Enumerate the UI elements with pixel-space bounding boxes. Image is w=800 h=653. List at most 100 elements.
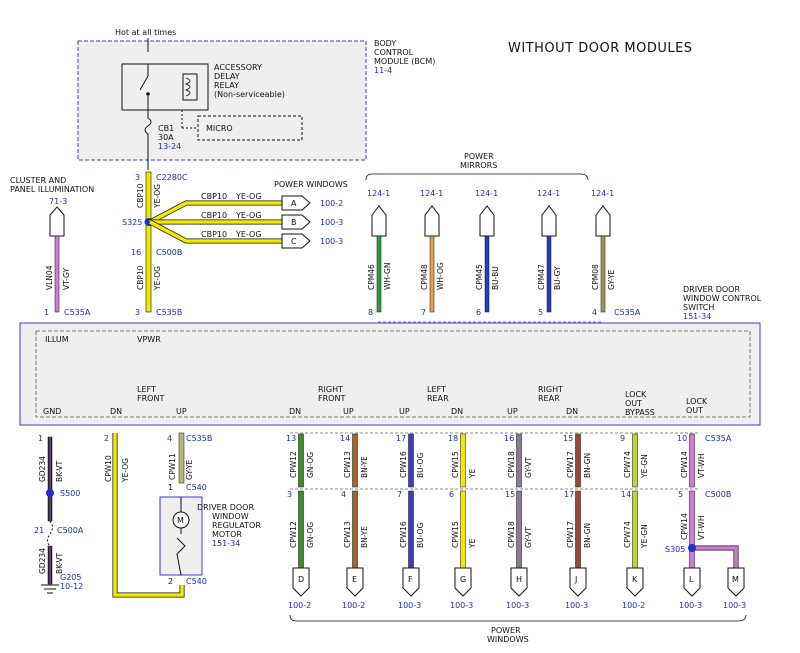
branch-b-circuit: CBP10 [201,211,227,220]
lf-up-pin: 4 [167,434,172,443]
lower-letter: G [460,575,466,584]
lower-letter: K [632,575,638,584]
mirror-ref: 124-1 [420,189,443,198]
lf-motor-label-3: REGULATOR [212,521,261,530]
lower-pin-top: 14 [340,434,350,443]
lower-letter: H [516,575,522,584]
feed-color-1: YE-OG [153,184,162,209]
splice-s500 [46,489,54,497]
cb-ref: 13-24 [158,142,181,151]
mirror-connector [371,205,387,237]
lower-pin-top: 10 [677,434,687,443]
lower-circuit-upper: CPW15 [451,451,460,478]
lower-pin-top: 16 [504,434,514,443]
lower-color-upper: VT-WH [697,454,706,478]
branch-a-letter: A [291,199,297,208]
cluster-label-1: CLUSTER AND [10,176,66,185]
mirror-ref: 124-1 [475,189,498,198]
lower-color-lower: YE [468,538,477,549]
lower-circuit-upper: CPW13 [343,451,352,478]
feed-pin-bot: 3 [135,308,140,317]
mirror-wire [429,235,435,313]
mirror-pin: 6 [476,308,481,317]
lower-pin-mid: 6 [449,490,454,499]
lower-letter: L [689,575,694,584]
lf-up-circuit: CPW11 [168,453,177,480]
mirror-pin: 5 [538,308,543,317]
lower-ref: 100-3 [565,601,588,610]
lower-ref: 100-2 [288,601,311,610]
lower-circuit-upper: CPW17 [566,451,575,478]
lower-wire-lower [516,490,522,569]
bcm-name-3: MODULE (BCM) [374,57,435,66]
lower-color-lower: BN-GN [583,523,592,548]
lower-func: UP [343,407,354,416]
ground-circuit2: GD234 [38,548,47,574]
group-lockout-2: OUT [686,406,703,415]
cluster-circuit: VLN04 [45,265,54,290]
lower-color-lower: GN-OG [306,522,315,548]
lower-connector [402,567,420,597]
splice-branch [692,546,738,568]
lower-letter-m: M [732,575,739,584]
group-right-front-1: RIGHT [318,385,343,394]
lower-wire-upper [298,433,304,488]
lower-wire-lower [689,490,695,569]
switch-inner [35,330,751,418]
branch-a-circuit: CBP10 [201,192,227,201]
lf-dn-wire [113,433,184,597]
branch-a-ref: 100-2 [320,199,343,208]
mirror-circuit: CPM08 [591,264,600,290]
mirror-pin: 8 [368,308,373,317]
relay-label-1: ACCESSORY [214,63,262,72]
lower-color-upper: BN-GN [583,453,592,478]
ground-gnd-label: G205 [60,573,81,582]
micro-box [197,115,303,141]
branch-a-color: YE-OG [235,192,262,201]
lower-wire-lower [575,490,581,569]
power-windows-top-label: POWER WINDOWS [274,180,348,189]
group-lockout-bypass-2: OUT [625,399,642,408]
lower-color-lower: BU-OG [416,523,425,548]
lower-connector [510,567,528,597]
lower-pin-mid: 7 [397,490,402,499]
lower-circuit-lower: CPW17 [566,521,575,548]
cluster-wire [54,235,60,313]
mirrors-label-1: POWER [464,152,494,161]
lower-pin-mid: 3 [287,490,292,499]
mirror-color: GY-YE [607,269,616,290]
lf-motor-conn2: C540 [186,577,207,586]
lf-up-conn: C535B [186,434,212,443]
relay-box [121,63,209,111]
mirror-connector [424,205,440,237]
lower-pin-top: 15 [563,434,573,443]
lower-color-lower: GY-VT [524,526,533,548]
mirror-color: BU-GY [553,266,562,290]
cluster-connector [49,206,65,237]
group-lockout-bypass-1: LOCK [625,390,647,399]
group-right-rear-2: REAR [538,394,560,403]
relay-coil [182,73,198,101]
cluster-pin: 1 [44,308,49,317]
mirror-circuit: CPM45 [475,264,484,290]
mirror-color: WH-OG [436,262,445,290]
branch-a-fill [149,201,282,224]
ground-circuit: GD234 [38,456,47,482]
diagram-title: WITHOUT DOOR MODULES [508,41,693,56]
lower-circuit-lower: CPW14 [680,513,689,540]
branch-b-ref: 100-3 [320,218,343,227]
lower-wire-upper [460,433,466,488]
lower-circuit-upper: CPW14 [680,451,689,478]
lower-letter: F [408,575,413,584]
lower-wire-upper [575,433,581,488]
group-left-front-1: LEFT [137,385,156,394]
lower-wire-lower [352,490,358,569]
lower-pin-top: 18 [448,434,458,443]
lower-letter: E [352,575,357,584]
switch-vpwr: VPWR [137,335,161,344]
micro-label: MICRO [206,124,233,133]
switch-label-1: DRIVER DOOR [683,285,740,294]
ground-conn2: C500A [57,526,84,535]
